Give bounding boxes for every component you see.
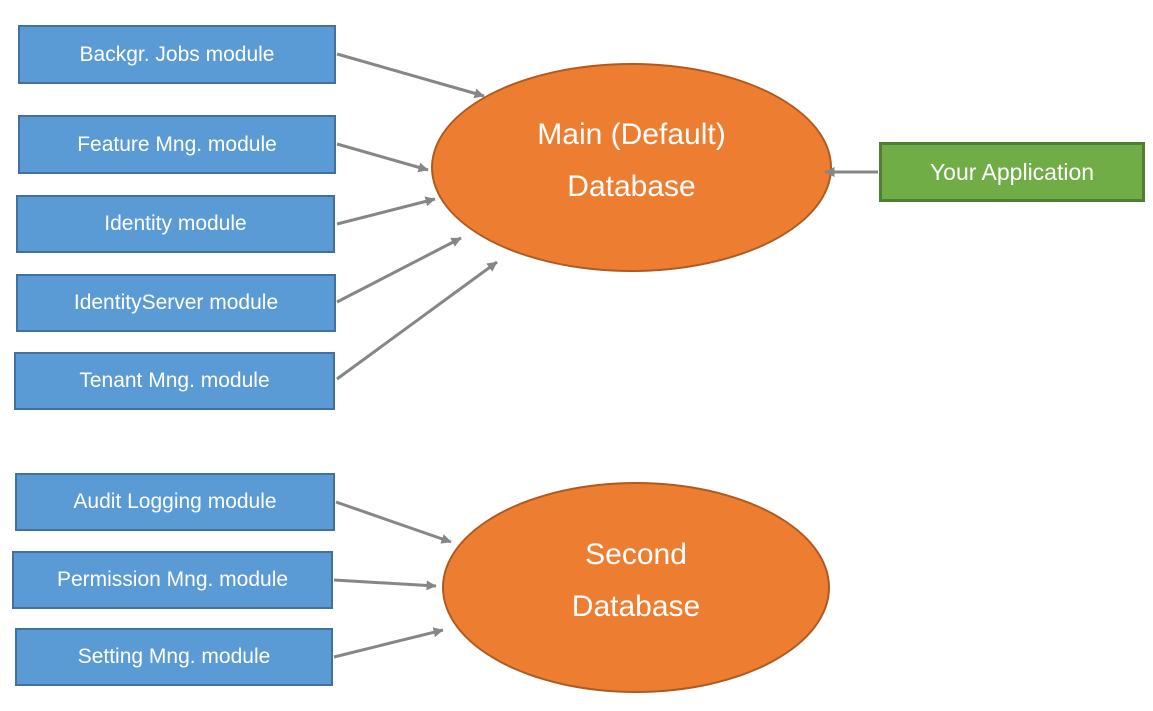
module-box-identityserver: IdentityServer module [16, 274, 336, 332]
module-box-setting-management: Setting Mng. module [15, 628, 333, 686]
module-label: Audit Logging module [73, 490, 277, 513]
application-label: Your Application [929, 158, 1095, 185]
connector-arrow-identityserver-to-main-db [336, 236, 462, 304]
database-label-line2: Database [567, 169, 696, 203]
database-label: Main (Default) Database [537, 109, 725, 213]
module-label: Backgr. Jobs module [79, 42, 275, 66]
database-ellipse-second: Second Database [442, 482, 830, 693]
connector-arrow-tenant-mng-to-main-db [336, 260, 498, 381]
module-box-audit-logging: Audit Logging module [15, 473, 335, 531]
module-box-permission-management: Permission Mng. module [12, 551, 333, 609]
module-label: Identity module [104, 212, 247, 235]
connector-arrow-setting-mng-to-second-db [333, 627, 444, 659]
module-label: Tenant Mng. module [79, 369, 270, 392]
module-label: Feature Mng. module [77, 132, 277, 156]
connector-arrow-identity-to-main-db [336, 196, 436, 226]
database-label-line1: Second [585, 537, 687, 571]
database-label-line1: Main (Default) [537, 117, 726, 151]
database-ellipse-main: Main (Default) Database [431, 63, 832, 272]
module-box-background-jobs: Backgr. Jobs module [18, 25, 336, 84]
connector-arrow-feature-mng-to-main-db [336, 142, 429, 173]
database-label-line2: Database [571, 589, 701, 623]
connector-arrow-permission-mng-to-second-db [333, 578, 437, 591]
connector-arrow-backgr-jobs-to-main-db [336, 52, 485, 99]
module-label: Permission Mng. module [56, 568, 289, 591]
module-label: Setting Mng. module [77, 645, 271, 668]
module-box-feature-management: Feature Mng. module [18, 115, 336, 174]
module-box-identity: Identity module [16, 195, 335, 253]
module-label: IdentityServer module [73, 291, 279, 314]
module-box-tenant-management: Tenant Mng. module [14, 352, 335, 410]
database-label: Second Database [572, 529, 700, 633]
application-box: Your Application [879, 142, 1145, 202]
connector-arrow-audit-logging-to-second-db [335, 500, 452, 544]
